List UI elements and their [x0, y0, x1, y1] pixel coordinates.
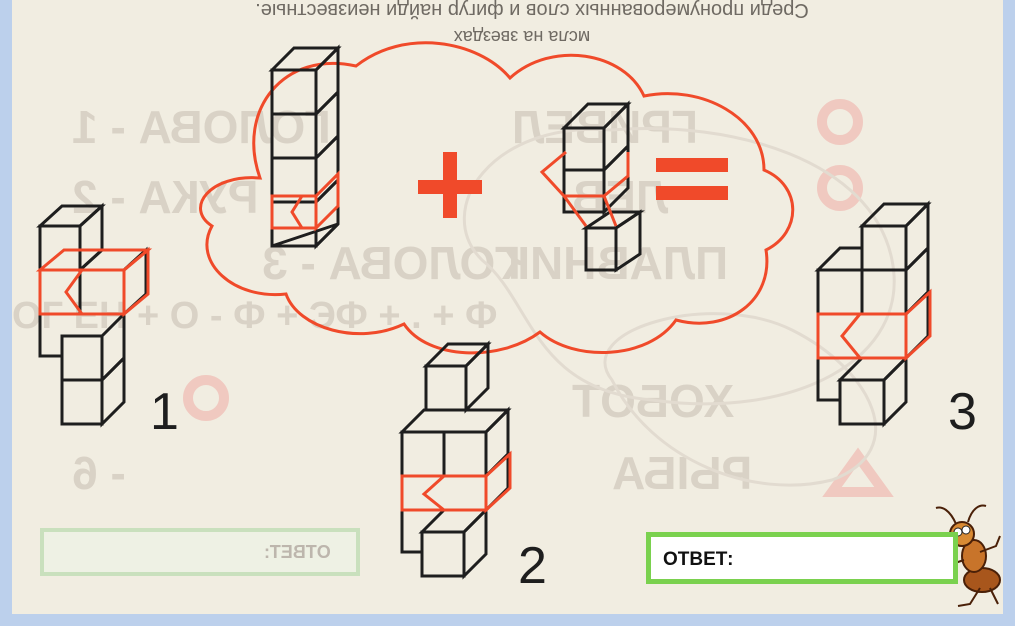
plus-sign [418, 152, 482, 218]
ghost-symbols [188, 104, 884, 492]
cloud-figure-b [564, 104, 640, 270]
ghost-balloons [464, 129, 894, 486]
figure-label-2: 2 [518, 540, 547, 592]
figure-label-3: 3 [948, 386, 977, 438]
option-1-highlight [40, 250, 148, 314]
worksheet-page: Среди пронумерованных слов и фигур найди… [12, 0, 1003, 614]
puzzle-artwork [12, 0, 1003, 614]
figure-label-1: 1 [150, 386, 179, 438]
option-2-figure [402, 344, 508, 576]
answer-box[interactable]: ОТВЕТ: [646, 532, 958, 584]
equals-sign [656, 158, 728, 200]
answer-label: ОТВЕТ: [663, 549, 733, 571]
option-2-highlight [402, 454, 510, 510]
option-3-highlight [818, 292, 930, 358]
cloud-figure-b-highlight [542, 152, 628, 226]
